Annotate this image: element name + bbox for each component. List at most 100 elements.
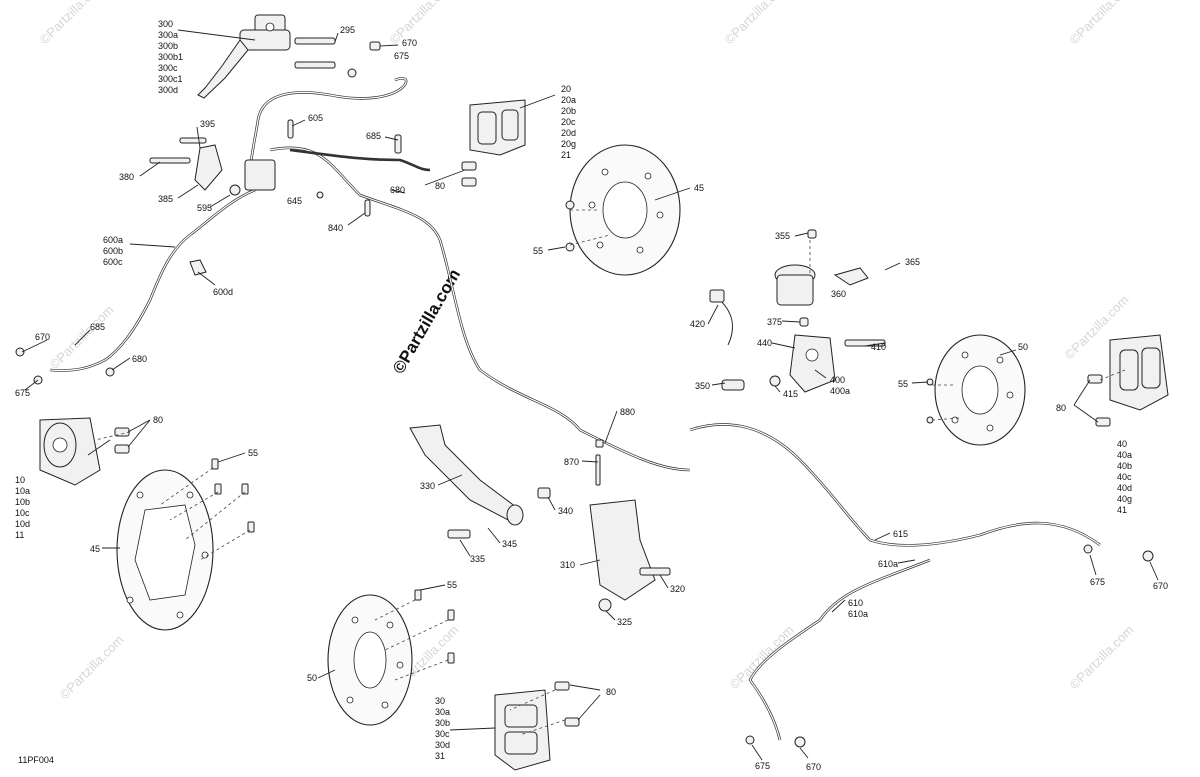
callout-label: 45 xyxy=(694,183,704,193)
watermark: ©Partzilla.com xyxy=(722,0,792,47)
callout-label: 20g xyxy=(561,139,576,149)
bracket-385 xyxy=(194,144,276,191)
callout-label: 41 xyxy=(1117,505,1127,515)
diagram-code: 11PF004 xyxy=(18,755,54,765)
callout-label: 335 xyxy=(470,554,485,564)
callout-label: 610 xyxy=(848,598,863,608)
callout-label: 295 xyxy=(340,25,355,35)
callout-label: 675 xyxy=(755,761,770,771)
callout-label: 325 xyxy=(617,617,632,627)
callout-label: 350 xyxy=(695,381,710,391)
callout-label: 40d xyxy=(1117,483,1132,493)
callout-label: 600c xyxy=(103,257,123,267)
callout-label: 345 xyxy=(502,539,517,549)
watermark: ©Partzilla.com xyxy=(57,632,127,702)
caliper-10 xyxy=(39,417,101,486)
watermark: ©Partzilla.com xyxy=(387,0,457,47)
master-cylinder-300 xyxy=(197,14,336,99)
callout-label: 40g xyxy=(1117,494,1132,504)
callout-label: 80 xyxy=(1056,403,1066,413)
callout-label: 31 xyxy=(435,751,445,761)
callout-label: 380 xyxy=(119,172,134,182)
brake-disc-45-left xyxy=(116,469,214,631)
hardware-bolts xyxy=(15,41,1154,748)
callout-label: 40a xyxy=(1117,450,1132,460)
watermark: ©Partzilla.com xyxy=(37,0,107,47)
brake-lines xyxy=(49,77,1101,741)
brake-disc-50-bottom xyxy=(327,594,413,726)
callout-label: 675 xyxy=(15,388,30,398)
callout-label: 415 xyxy=(783,389,798,399)
brake-disc-50-right xyxy=(934,334,1026,446)
callout-label: 10b xyxy=(15,497,30,507)
callout-label: 80 xyxy=(153,415,163,425)
callout-label: 385 xyxy=(158,194,173,204)
callout-label: 600b xyxy=(103,246,123,256)
hydraulic-unit-400 xyxy=(709,264,886,393)
callout-labels: 300 300a 300b 300b1 300c 300c1 300d 295 … xyxy=(15,19,1168,772)
watermark: ©Partzilla.com xyxy=(1067,0,1137,47)
callout-label: 30a xyxy=(435,707,450,717)
watermark: ©Partzilla.com xyxy=(47,302,117,372)
callout-label: 675 xyxy=(1090,577,1105,587)
callout-label: 340 xyxy=(558,506,573,516)
callout-label: 880 xyxy=(620,407,635,417)
callout-label: 375 xyxy=(767,317,782,327)
callout-label: 365 xyxy=(905,257,920,267)
callout-label: 595 xyxy=(197,203,212,213)
callout-label: 600a xyxy=(103,235,123,245)
callout-label: 40c xyxy=(1117,472,1132,482)
callout-label: 40b xyxy=(1117,461,1132,471)
callout-label: 300c xyxy=(158,63,178,73)
callout-label: 55 xyxy=(447,580,457,590)
callout-label: 645 xyxy=(287,196,302,206)
callout-label: 300c1 xyxy=(158,74,183,84)
callout-label: 320 xyxy=(670,584,685,594)
callout-label: 30 xyxy=(435,696,445,706)
callout-label: 20 xyxy=(561,84,571,94)
callout-label: 300d xyxy=(158,85,178,95)
callout-label: 685 xyxy=(90,322,105,332)
callout-label: 360 xyxy=(831,289,846,299)
callout-label: 600d xyxy=(213,287,233,297)
callout-label: 420 xyxy=(690,319,705,329)
callout-label: 410 xyxy=(871,342,886,352)
watermark: ©Partzilla.com xyxy=(1067,622,1137,692)
callout-label: 55 xyxy=(533,246,543,256)
callout-label: 440 xyxy=(757,338,772,348)
callout-label: 670 xyxy=(35,332,50,342)
callout-label: 300b xyxy=(158,41,178,51)
callout-label: 50 xyxy=(1018,342,1028,352)
caliper-30 xyxy=(494,689,551,771)
pedal-bracket-310 xyxy=(589,499,671,612)
callout-label: 20d xyxy=(561,128,576,138)
brake-disc-45-top xyxy=(569,144,681,276)
callout-label: 55 xyxy=(248,448,258,458)
callout-label: 610a xyxy=(878,559,898,569)
callout-label: 670 xyxy=(806,762,821,772)
callout-label: 30b xyxy=(435,718,450,728)
callout-label: 10d xyxy=(15,519,30,529)
callout-label: 680 xyxy=(390,185,405,195)
callout-label: 680 xyxy=(132,354,147,364)
leader-lines xyxy=(21,29,1159,761)
callout-label: 80 xyxy=(435,181,445,191)
callout-label: 80 xyxy=(606,687,616,697)
callout-label: 20b xyxy=(561,106,576,116)
callout-label: 605 xyxy=(308,113,323,123)
callout-label: 870 xyxy=(564,457,579,467)
callout-label: 685 xyxy=(366,131,381,141)
callout-label: 300 xyxy=(158,19,173,29)
callout-label: 10c xyxy=(15,508,30,518)
callout-label: 300b1 xyxy=(158,52,183,62)
callout-label: 400 xyxy=(830,375,845,385)
watermark: ©Partzilla.com xyxy=(727,622,797,692)
watermark-center: ©Partzilla.com xyxy=(389,266,464,377)
callout-label: 840 xyxy=(328,223,343,233)
callout-label: 45 xyxy=(90,544,100,554)
callout-label: 40 xyxy=(1117,439,1127,449)
callout-label: 30d xyxy=(435,740,450,750)
caliper-20 xyxy=(469,99,526,156)
callout-label: 300a xyxy=(158,30,178,40)
